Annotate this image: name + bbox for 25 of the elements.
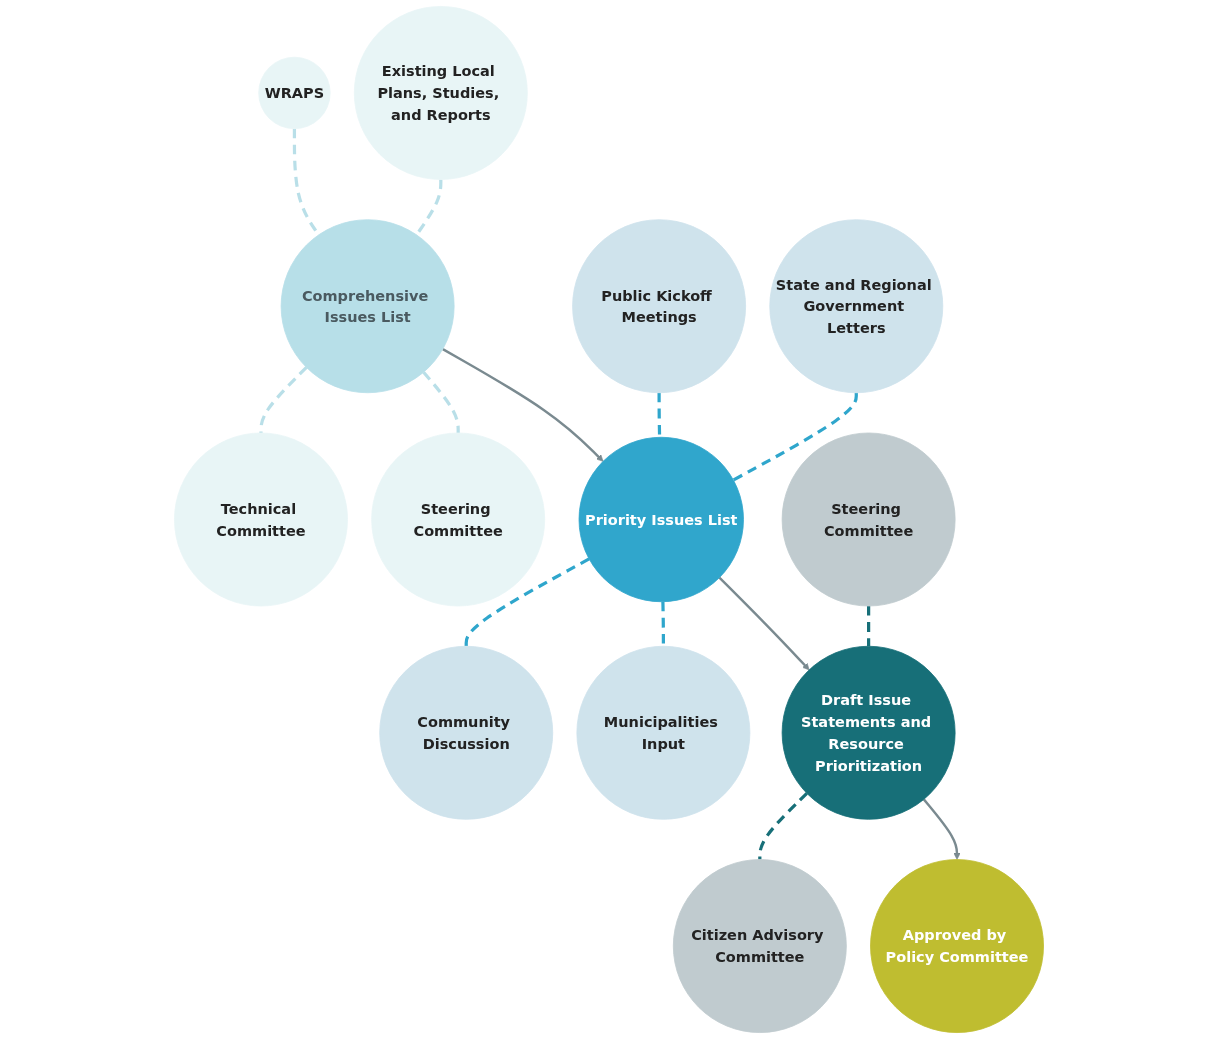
connector	[661, 601, 665, 647]
node-circle: Existing Local Plans, Studies, and Reports	[353, 6, 528, 180]
node-circle: Steering Committee	[781, 432, 956, 607]
connector	[464, 557, 590, 647]
node-circle: Technical Committee	[174, 432, 348, 607]
arrow	[718, 576, 810, 671]
node-circle: Comprehensive Issues List	[280, 219, 455, 394]
node-circle: Community Discussion	[379, 645, 554, 820]
arrow	[922, 798, 961, 860]
node-circle: Approved by Policy Committee	[870, 859, 1044, 1033]
connector	[657, 392, 662, 438]
node-circle: Citizen Advisory Committee	[672, 859, 847, 1033]
connector	[867, 606, 871, 647]
node-circle: Municipalities Input	[576, 645, 751, 820]
connector	[732, 392, 858, 482]
node-circle: Priority Issues List	[578, 436, 744, 603]
node-circle: State and Regional Government Letters	[769, 219, 944, 394]
node-circle: WRAPS	[258, 56, 331, 130]
connector	[758, 792, 808, 860]
node-circle: Steering Committee	[371, 432, 546, 607]
connector	[422, 371, 460, 433]
arrow	[442, 348, 604, 462]
node-circle: Public Kickoff Meetings	[572, 219, 746, 394]
node-circle: Draft Issue Statements and Resource Prioritization	[781, 645, 956, 820]
connector	[259, 366, 308, 433]
